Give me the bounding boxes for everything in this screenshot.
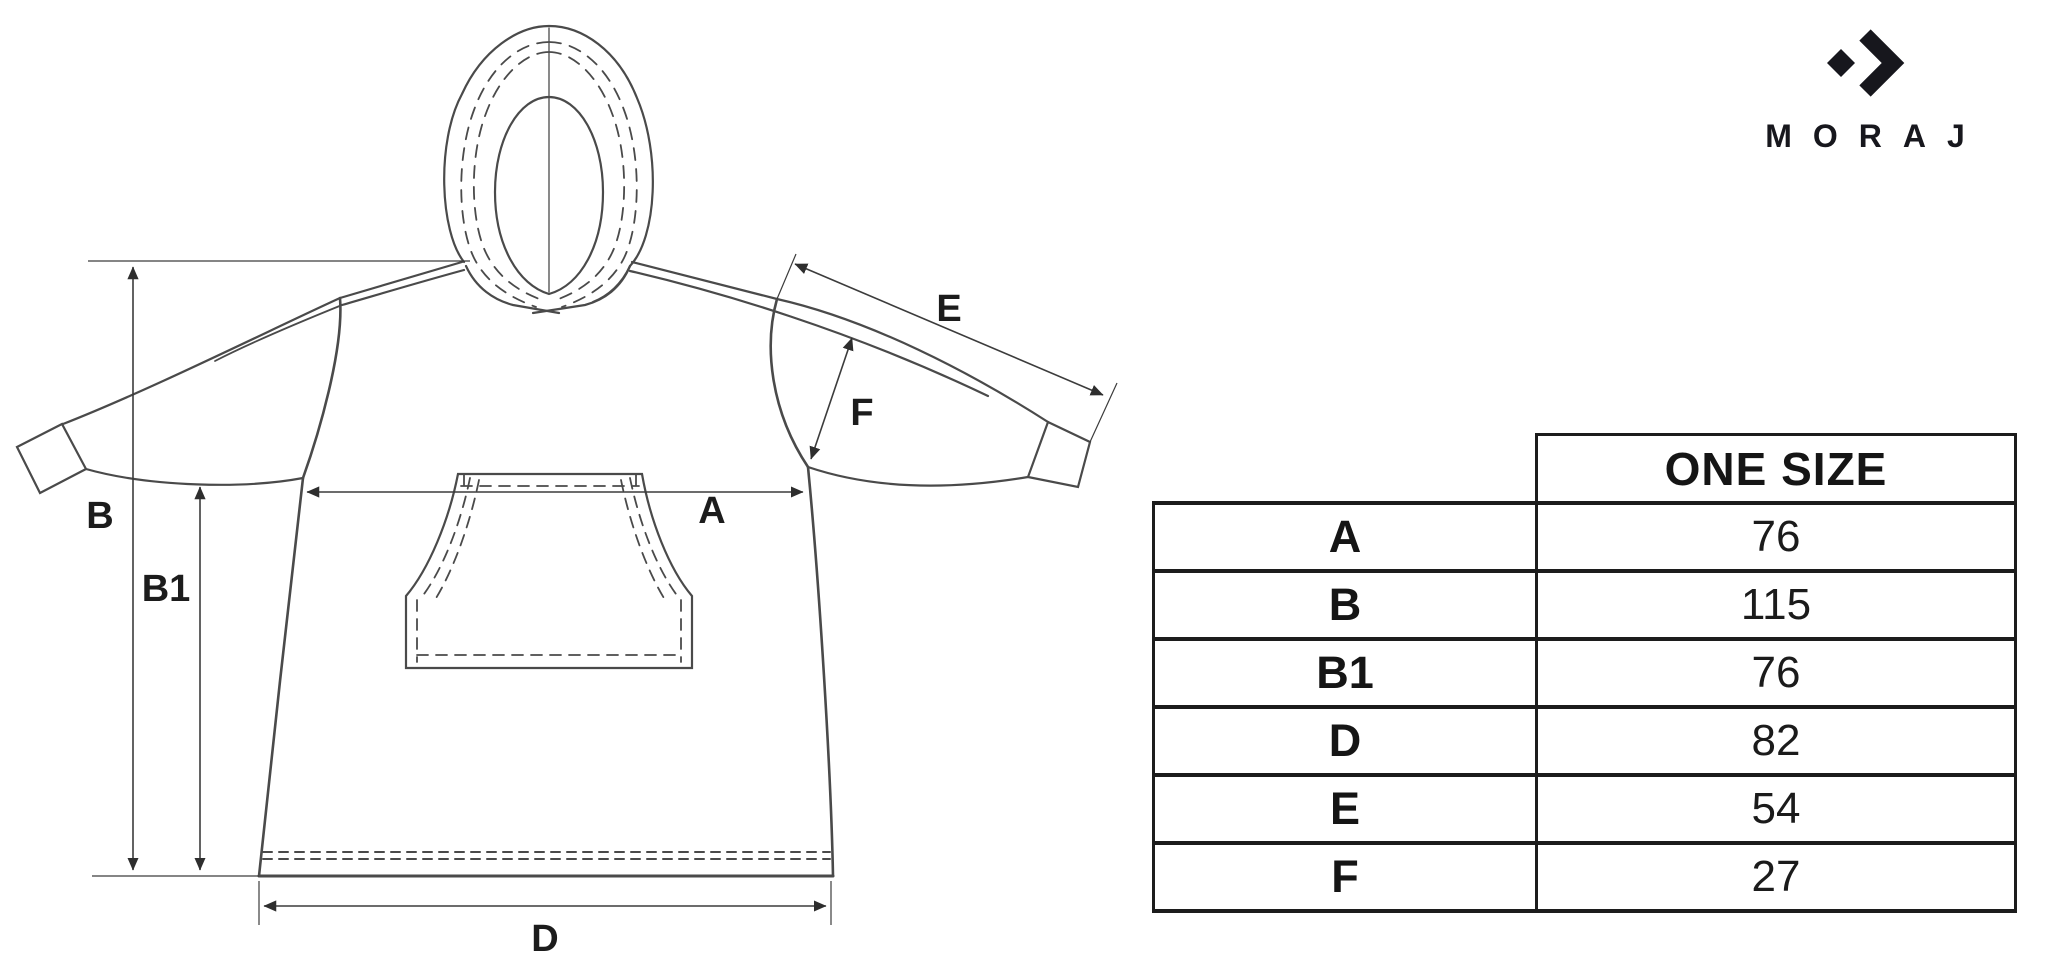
table-row: E 54 [1152,773,2017,845]
table-row: F 27 [1152,841,2017,913]
row-label-B: B [1152,569,1538,641]
sleeve-right-top [775,297,1050,424]
sleeve-left-top [61,296,342,426]
table-header-cell: ONE SIZE [1535,433,2017,505]
dim-label-A: A [698,490,725,532]
dim-label-B: B [86,495,113,537]
dim-label-E: E [936,288,961,330]
hood-bottom-right-edge [531,264,632,315]
moraj-logo-icon [1827,29,1905,97]
dim-label-F: F [850,392,873,434]
pocket-stitch [416,473,682,663]
shoulder-seam-right [628,260,990,398]
logo-chevron [1859,29,1905,97]
table-row: A 76 [1152,501,2017,573]
table-row: B 115 [1152,569,2017,641]
hood-stitch-inner [472,51,626,301]
dimension-ticks-E [776,253,1118,443]
dim-label-D: D [531,918,558,960]
dimension-line-E [794,263,1104,396]
cuff-right [1026,420,1092,489]
kangaroo-pocket [404,472,694,670]
row-value-B1: 76 [1535,637,2017,709]
table-header-row: ONE SIZE [1153,433,2017,505]
dimension-line-F [809,337,854,460]
row-value-B: 115 [1535,569,2017,641]
hood-opening [493,95,605,296]
hem-stitch [262,851,831,860]
sleeve-left-bottom [84,467,305,486]
sleeve-left-lower-seam [214,304,343,362]
size-table-grid: ONE SIZE A 76 B 115 B1 76 D 82 E 54 [1152,433,2017,913]
shoulder-seam-left [338,260,466,307]
armhole-left [301,296,342,480]
body-right-edge [806,465,835,878]
row-value-D: 82 [1535,705,2017,777]
brand-wordmark: MORAJ [1765,118,1986,154]
row-value-A: 76 [1535,501,2017,573]
armhole-right [769,297,810,469]
row-label-A: A [1152,501,1538,573]
sleeve-right-bottom [806,465,1030,487]
logo-diamond [1827,49,1855,77]
hood-stitch-outer [460,41,638,308]
hoodie-technical-drawing: A B B1 D E F [15,24,1118,960]
dimension-ticks-D [258,881,832,925]
row-label-F: F [1152,841,1538,913]
row-value-E: 54 [1535,773,2017,845]
table-row: B1 76 [1152,637,2017,709]
row-label-E: E [1152,773,1538,845]
cuff-left [15,422,88,495]
hood-bottom-left-edge [464,264,561,315]
row-label-B1: B1 [1152,637,1538,709]
body-left-edge [257,476,305,878]
row-label-D: D [1152,705,1538,777]
brand-logo: MORAJ [1730,16,2000,155]
table-row: D 82 [1152,705,2017,777]
row-value-F: 27 [1535,841,2017,913]
size-table: ONE SIZE A 76 B 115 B1 76 D 82 E 54 [1152,433,2017,913]
table-header-spacer [1153,434,1537,503]
dim-label-B1: B1 [142,568,191,610]
